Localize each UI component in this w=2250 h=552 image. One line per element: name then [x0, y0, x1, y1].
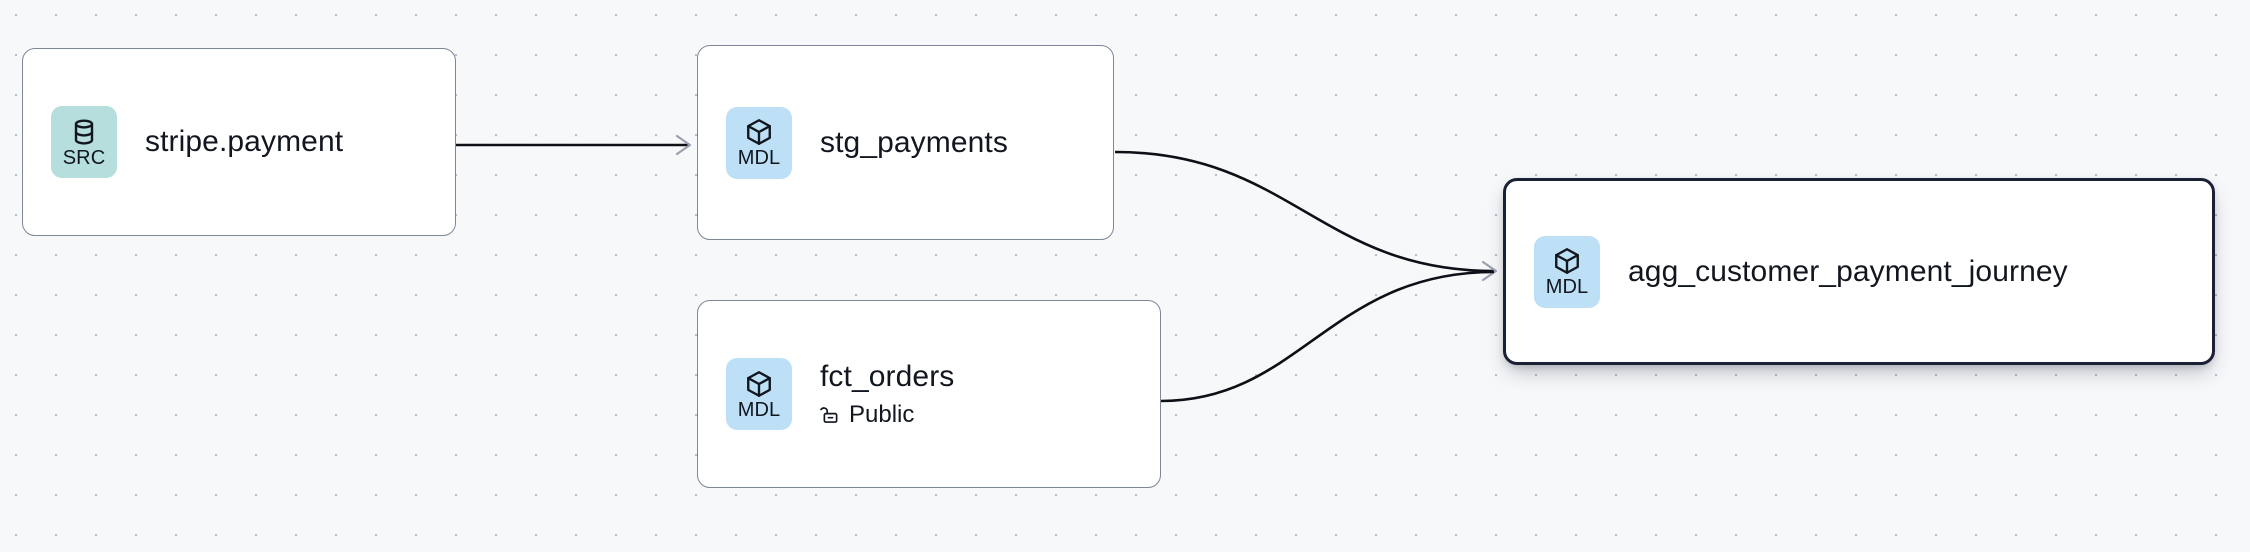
database-icon	[74, 118, 94, 145]
node-title: stg_payments	[820, 125, 1008, 159]
node-text-block: fct_orders Public	[820, 359, 954, 430]
cube-icon	[747, 370, 771, 397]
node-fct-orders[interactable]: MDL fct_orders Public	[697, 300, 1161, 488]
node-visibility-label: Public	[849, 400, 915, 428]
unlock-icon	[820, 407, 838, 424]
node-title: agg_customer_payment_journey	[1628, 254, 2068, 288]
model-type-badge: MDL	[726, 106, 792, 179]
edge-fct-orders-to-agg-customer-payment-journey	[1160, 270, 1495, 403]
model-type-badge-label: MDL	[1545, 276, 1589, 298]
node-stg-payments[interactable]: MDL stg_payments	[697, 45, 1114, 240]
node-text-block: agg_customer_payment_journey	[1628, 254, 2068, 290]
model-type-badge-label: MDL	[737, 398, 781, 421]
node-agg-customer-payment-journey[interactable]: MDL agg_customer_payment_journey	[1503, 178, 2215, 365]
cube-icon	[747, 119, 771, 145]
edge-stripe-payment-to-stg-payments	[456, 134, 692, 156]
edge-stg-payments-to-agg-customer-payment-journey	[1114, 150, 1498, 282]
model-type-badge: MDL	[1534, 235, 1600, 308]
source-type-badge: SRC	[51, 106, 117, 178]
node-title: stripe.payment	[145, 125, 344, 158]
model-type-badge-label: MDL	[737, 147, 781, 169]
node-text-block: stripe.payment	[145, 124, 343, 160]
source-type-badge-label: SRC	[62, 146, 106, 169]
node-title: fct_orders	[820, 359, 955, 393]
node-visibility: Public	[820, 401, 954, 430]
model-type-badge: MDL	[726, 358, 792, 430]
cube-icon	[1555, 248, 1579, 274]
node-stripe-payment[interactable]: SRC stripe.payment	[22, 48, 456, 236]
node-text-block: stg_payments	[820, 125, 1008, 161]
